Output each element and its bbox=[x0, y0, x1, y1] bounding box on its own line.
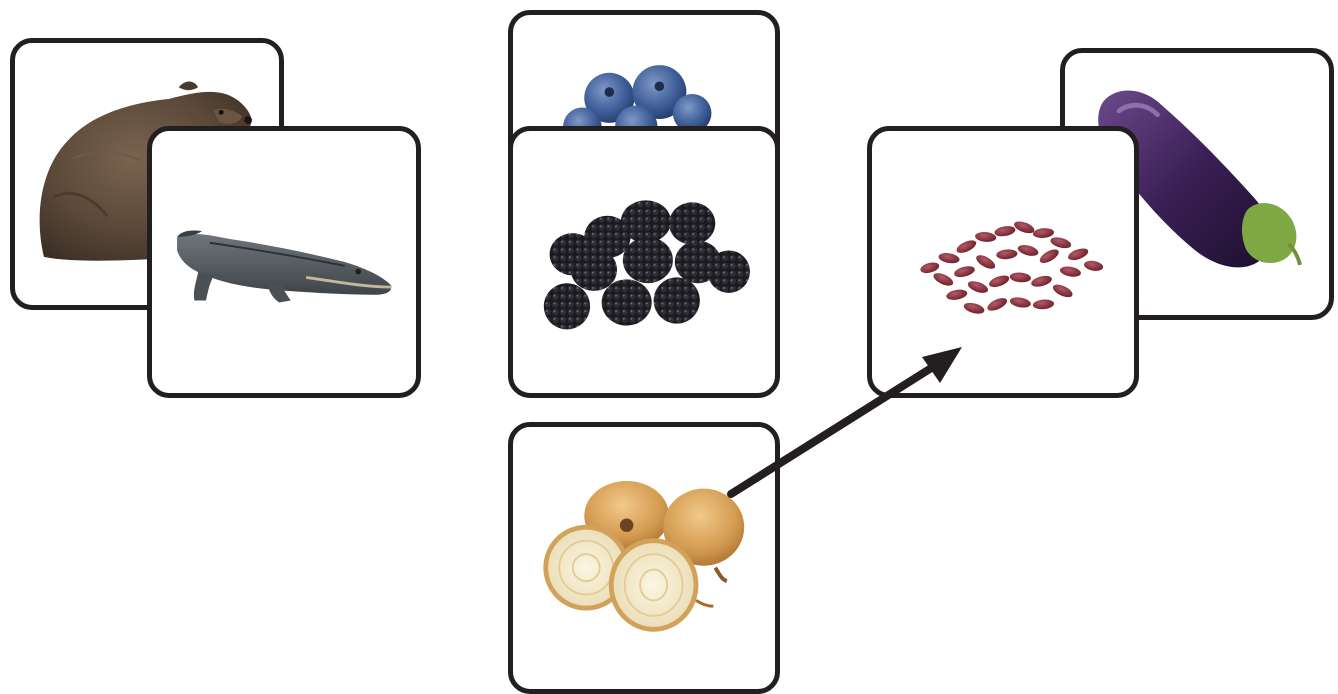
alligator-icon bbox=[152, 131, 416, 393]
card-alligator[interactable] bbox=[147, 126, 421, 398]
kidney-beans-icon bbox=[872, 131, 1134, 393]
card-blackberries[interactable] bbox=[508, 126, 780, 398]
onions-icon bbox=[513, 427, 775, 689]
card-kidney-beans[interactable] bbox=[867, 126, 1139, 398]
blackberries-icon bbox=[513, 131, 775, 393]
card-onions[interactable] bbox=[508, 422, 780, 694]
